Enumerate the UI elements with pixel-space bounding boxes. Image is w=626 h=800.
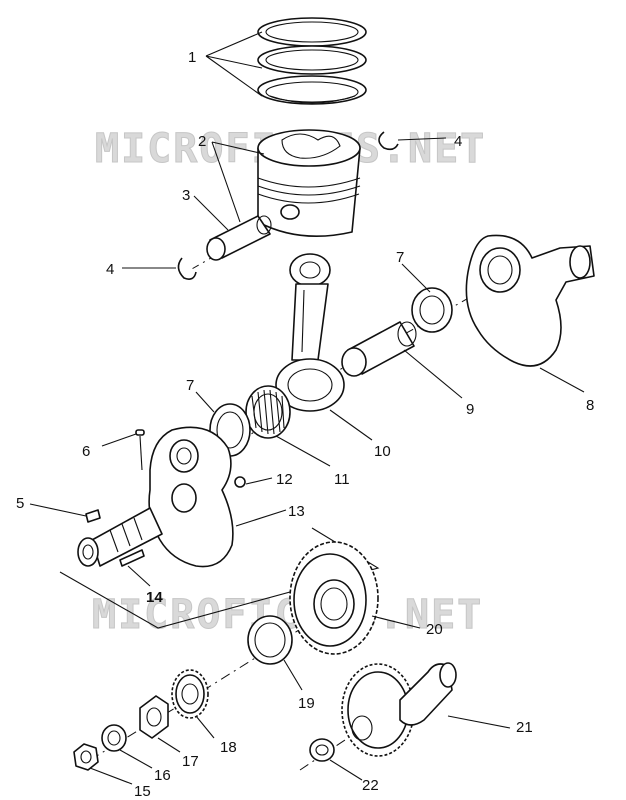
hex-nut: [73, 743, 99, 771]
circlip-left: [177, 257, 197, 280]
woodruff-key-6: [135, 429, 145, 436]
callout-16: 16: [154, 767, 171, 784]
small-washer: [309, 738, 335, 762]
callout-2: 2: [198, 133, 206, 150]
crankshaft-half-right: [465, 234, 595, 367]
callout-11: 11: [334, 471, 350, 488]
callout-6: 6: [82, 443, 90, 460]
circlip-right: [378, 131, 399, 151]
callout-8: 8: [586, 397, 594, 414]
callout-9: 9: [466, 401, 474, 418]
callout-1: 1: [188, 49, 196, 66]
callout-20: 20: [426, 621, 443, 638]
small-gear: [171, 669, 209, 719]
callout-4-right: 4: [454, 133, 462, 150]
callout-7-upper: 7: [396, 249, 404, 266]
callout-17: 17: [182, 753, 199, 770]
callout-15: 15: [134, 783, 151, 800]
crankshaft-half-left: [77, 426, 234, 568]
flat-washer: [101, 724, 127, 752]
callout-10: 10: [374, 443, 391, 460]
centerline-gear: [89, 609, 331, 761]
callout-7-lower: 7: [186, 377, 194, 394]
needle-bearing: [245, 385, 291, 439]
callout-12: 12: [276, 471, 293, 488]
callout-18: 18: [220, 739, 237, 756]
callout-4-left: 4: [106, 261, 114, 278]
piston-pin: [206, 215, 272, 261]
callout-22: 22: [362, 777, 379, 794]
key-5: [85, 509, 101, 523]
piston-rings: [257, 17, 367, 105]
balancer-shaft: [341, 662, 457, 757]
crank-pin: [341, 321, 417, 377]
watermark-bottom: MICROFICHES.NET: [92, 592, 483, 638]
callout-19: 19: [298, 695, 315, 712]
callout-5: 5: [16, 495, 24, 512]
callout-21: 21: [516, 719, 533, 736]
ball-12: [234, 476, 246, 488]
callout-13: 13: [288, 503, 305, 520]
leader-lines: [29, 31, 585, 785]
castle-nut: [139, 695, 169, 739]
drive-gear: [289, 541, 379, 655]
callout-14: 14: [146, 589, 163, 606]
key-6-leader-post: [139, 435, 143, 471]
key-14: [119, 549, 145, 567]
callout-3: 3: [182, 187, 190, 204]
connecting-rod: [275, 253, 345, 412]
piston: [257, 129, 361, 237]
spacer-washer: [247, 615, 293, 665]
thrust-washer-upper: [411, 287, 453, 333]
